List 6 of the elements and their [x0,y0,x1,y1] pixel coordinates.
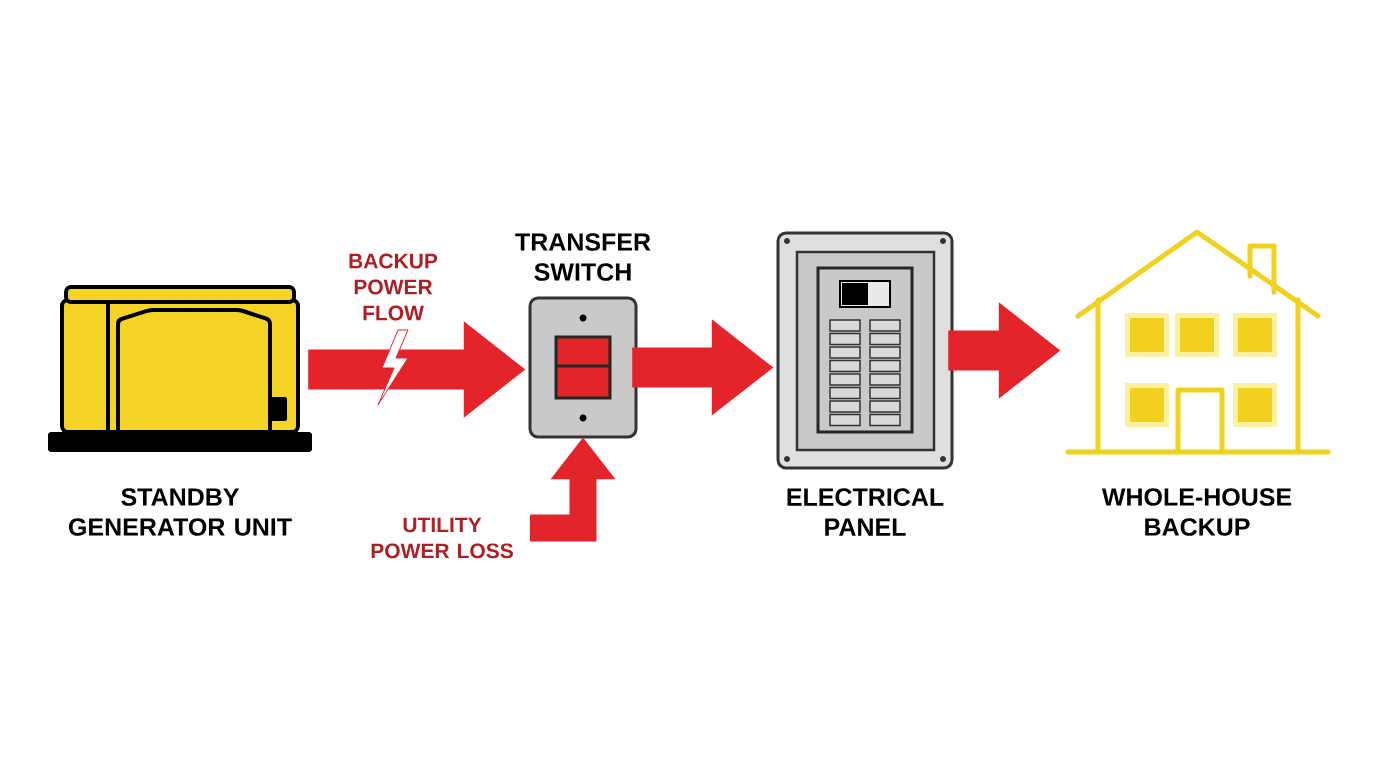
edge-label: BACKUP POWER FLOW [349,253,438,321]
node-label: STANDBY GENERATOR UNIT [69,488,292,536]
node-label: ELECTRICAL PANEL [787,488,944,536]
node-label: TRANSFER SWITCH [515,233,651,281]
edge-label: UTILITY POWER LOSS [371,517,513,559]
node-label: WHOLE-HOUSE BACKUP [1101,488,1292,536]
